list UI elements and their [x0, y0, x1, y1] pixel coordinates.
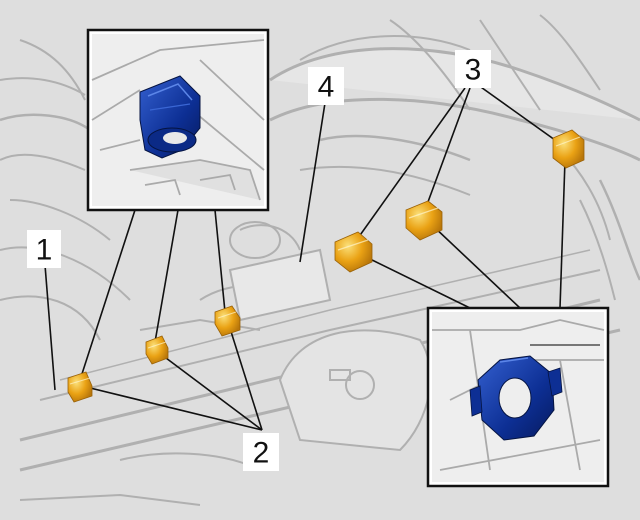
clip-3a: [334, 231, 373, 273]
clip-3c: [552, 129, 585, 169]
callout-1-label: 1: [36, 234, 53, 267]
callout-2: 2: [243, 433, 279, 471]
blue-clip-detail-icon: [139, 75, 201, 159]
clip-2b: [145, 335, 169, 365]
clip-2c: [214, 305, 241, 337]
callout-2-label: 2: [253, 437, 270, 470]
clip-2a: [67, 371, 93, 403]
detail-line-art-bottom-right: [432, 319, 605, 471]
detail-line-art-top-left: [91, 39, 265, 201]
callout-3-label: 3: [465, 54, 482, 87]
callout-3: 3: [455, 50, 491, 88]
callout-4-label: 4: [318, 71, 335, 104]
leader-lines: [44, 84, 566, 431]
callout-1: 1: [27, 230, 61, 268]
callout-4: 4: [308, 67, 344, 105]
blue-ring-clip-detail-icon: [469, 355, 563, 441]
clip-3b: [405, 200, 443, 241]
detail-box-bottom-right: [426, 306, 610, 488]
detail-box-top-left: [86, 28, 270, 212]
